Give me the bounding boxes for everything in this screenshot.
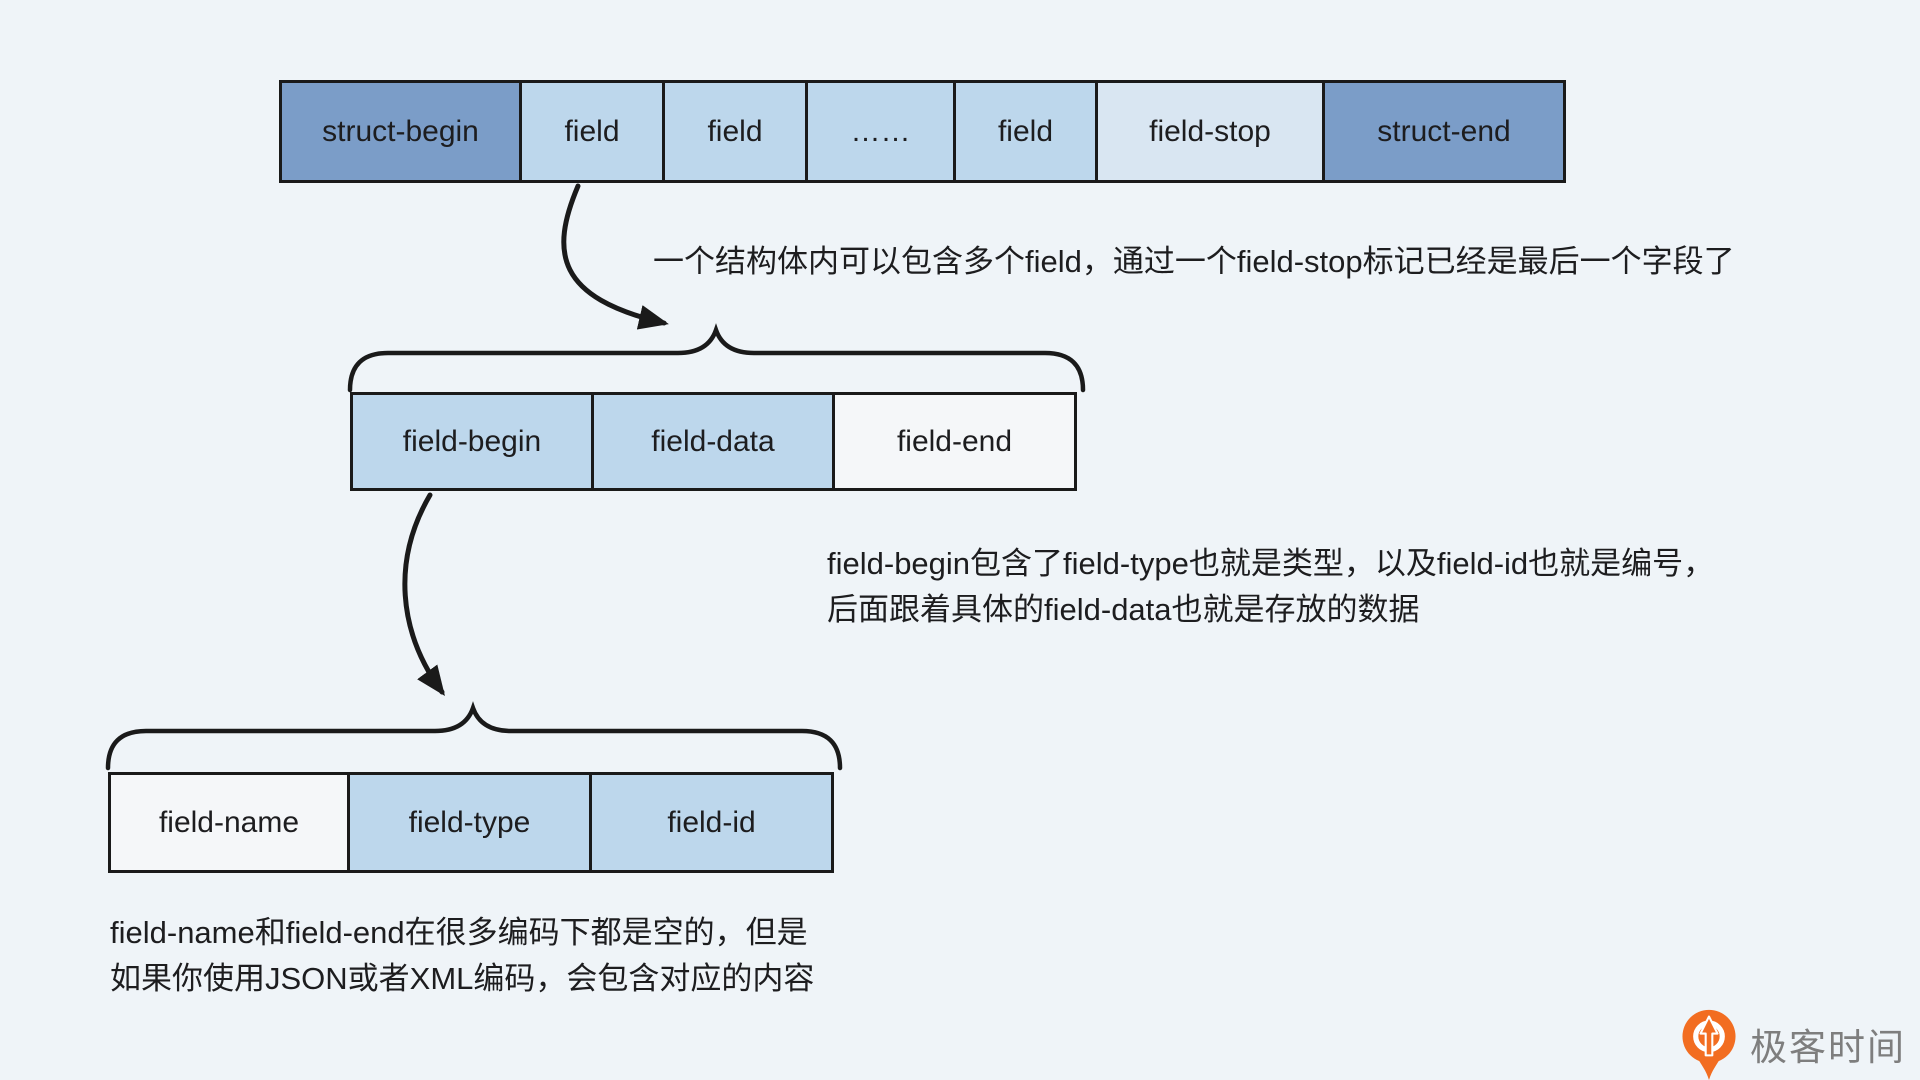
annotation-field-name-empty: field-name和field-end在很多编码下都是空的，但是 如果你使用J… xyxy=(110,910,814,1002)
annotation-field-begin-line2: 后面跟着具体的field-data也就是存放的数据 xyxy=(827,592,1420,627)
cell-field-type: field-type xyxy=(347,772,592,873)
cell-field-3: field xyxy=(953,80,1098,183)
field-begin-row: field-name field-type field-id xyxy=(108,772,834,873)
geektime-logo: 极客时间 xyxy=(1678,1008,1906,1080)
cell-field-id: field-id xyxy=(589,772,834,873)
cell-field-begin: field-begin xyxy=(350,392,594,491)
cell-field-end: field-end xyxy=(832,392,1077,491)
geektime-logo-text: 极客时间 xyxy=(1750,1027,1906,1068)
annotation-field-name-line1: field-name和field-end在很多编码下都是空的，但是 xyxy=(110,915,808,950)
arrow-fieldbegin-to-expansion xyxy=(402,492,445,697)
cell-field-2: field xyxy=(662,80,808,183)
annotation-field-name-line2: 如果你使用JSON或者XML编码，会包含对应的内容 xyxy=(110,961,815,996)
brace-field-row xyxy=(347,323,1086,393)
brace-field-begin-row xyxy=(105,701,843,771)
annotation-struct-fields: 一个结构体内可以包含多个field，通过一个field-stop标记已经是最后一… xyxy=(653,244,1735,279)
annotation-field-begin-line1: field-begin包含了field-type也就是类型，以及field-id… xyxy=(827,546,1715,581)
struct-row: struct-begin field field …… field field-… xyxy=(279,80,1566,183)
cell-field-name: field-name xyxy=(108,772,350,873)
cell-field-data: field-data xyxy=(591,392,835,491)
cell-struct-end: struct-end xyxy=(1322,80,1566,183)
field-row: field-begin field-data field-end xyxy=(350,392,1077,491)
arrow-field-to-expansion xyxy=(561,183,669,330)
cell-struct-begin: struct-begin xyxy=(279,80,522,183)
annotation-field-begin-contents: field-begin包含了field-type也就是类型，以及field-id… xyxy=(827,541,1714,633)
geektime-pin-icon xyxy=(1682,1009,1736,1080)
cell-field-stop: field-stop xyxy=(1095,80,1325,183)
cell-field-1: field xyxy=(519,80,665,183)
cell-ellipsis: …… xyxy=(805,80,956,183)
